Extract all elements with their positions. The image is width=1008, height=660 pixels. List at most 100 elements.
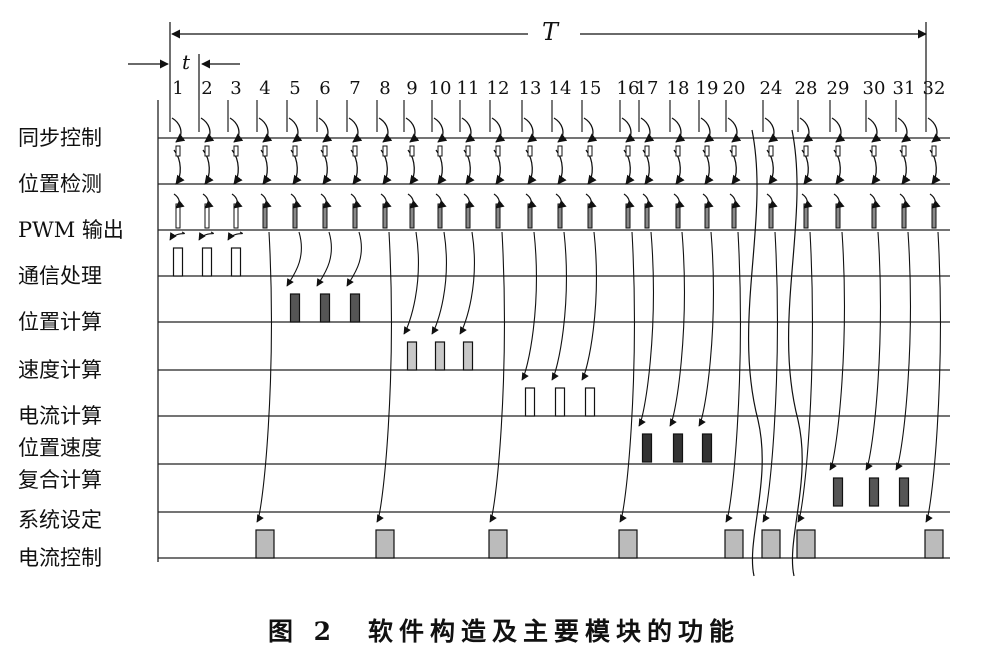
pwm-arrow — [350, 193, 362, 209]
sync-pulse — [731, 145, 737, 157]
sync-arrow — [318, 117, 333, 143]
slot-number: 16 — [616, 78, 640, 99]
pwm-arrow — [380, 193, 392, 209]
slot-number: 11 — [456, 78, 480, 99]
slot-number: 7 — [349, 78, 361, 99]
sync-arrow — [200, 117, 215, 143]
sync-pulse — [644, 145, 650, 157]
flow-arrow — [797, 231, 813, 523]
task-block — [488, 529, 508, 559]
sync-pulse — [437, 145, 443, 157]
pwm-arrow — [899, 193, 911, 209]
figure-caption: 图 2 软件构造及主要模块的功能 — [267, 617, 741, 646]
sync-arrow — [621, 117, 636, 143]
task-block — [796, 529, 816, 559]
pwm-arrow — [493, 193, 505, 209]
pwm-arrow — [320, 193, 332, 209]
task-block — [701, 433, 713, 463]
flow-arrow — [376, 231, 392, 523]
break-mark — [747, 129, 763, 577]
flow-arrow — [459, 231, 475, 335]
task-block — [641, 433, 653, 463]
sync-arrow — [461, 117, 476, 143]
flow-arrow — [725, 231, 741, 523]
sync-pulse — [803, 145, 809, 157]
flow-arrow — [895, 231, 911, 471]
task-block — [406, 341, 418, 371]
slot-number: 9 — [406, 78, 418, 99]
row-label: 速度计算 — [18, 358, 102, 382]
sync-arrow — [897, 117, 912, 143]
flow-arrow — [698, 231, 714, 427]
pwm-arrow — [729, 193, 741, 209]
slot-number: 12 — [486, 78, 510, 99]
pwm-arrow — [407, 193, 419, 209]
sync-arrow — [799, 117, 814, 143]
task-block — [434, 341, 446, 371]
slot-number: 32 — [922, 78, 946, 99]
slot-number: 29 — [826, 78, 850, 99]
sync-arrow — [348, 117, 363, 143]
task-block — [724, 529, 744, 559]
pwm-arrow — [702, 193, 714, 209]
task-block — [319, 293, 331, 323]
sync-pulse — [557, 145, 563, 157]
flow-arrow — [169, 231, 185, 241]
sync-arrow — [583, 117, 598, 143]
task-block — [584, 387, 596, 417]
flow-arrow — [403, 231, 419, 335]
task-blocks — [172, 247, 944, 559]
slot-number: 24 — [759, 78, 783, 99]
row-label: 系统设定 — [18, 508, 102, 532]
row-label: 电流控制 — [18, 546, 102, 570]
slot-number: 31 — [892, 78, 916, 99]
sync-pulse — [495, 145, 501, 157]
flow-arrow — [829, 231, 845, 471]
slot-number: 20 — [722, 78, 746, 99]
task-block — [524, 387, 536, 417]
sync-arrow — [671, 117, 686, 143]
pwm-arrow — [231, 193, 243, 209]
break-mark — [787, 129, 803, 577]
slot-number: 13 — [518, 78, 542, 99]
flow-arrow — [316, 231, 332, 287]
row-label: 通信处理 — [18, 264, 102, 288]
period-marker — [128, 22, 927, 100]
sync-arrow — [258, 117, 273, 143]
sync-pulse — [835, 145, 841, 157]
sync-arrow — [553, 117, 568, 143]
slot-number: 15 — [578, 78, 602, 99]
flow-arrow — [619, 231, 635, 523]
task-block — [761, 529, 781, 559]
flow-arrow — [256, 231, 272, 523]
slot-number: 6 — [319, 78, 331, 99]
row-label: 位置计算 — [18, 310, 102, 334]
pwm-arrow — [642, 193, 654, 209]
slot-number: 3 — [230, 78, 242, 99]
flow-arrow — [489, 231, 505, 523]
row-label: 位置检测 — [18, 172, 102, 196]
flow-arrow — [346, 231, 362, 287]
sync-arrow — [927, 117, 942, 143]
task-block — [462, 341, 474, 371]
sync-arrow — [229, 117, 244, 143]
sync-pulse — [625, 145, 631, 157]
sync-pulse — [675, 145, 681, 157]
flow-arrow — [762, 231, 778, 523]
sync-pulse — [382, 145, 388, 157]
sync-arrow — [867, 117, 882, 143]
flow-arrow — [431, 231, 447, 335]
sync-pulse — [527, 145, 533, 157]
row-label: 电流计算 — [18, 404, 102, 428]
task-block — [618, 529, 638, 559]
pwm-arrow — [585, 193, 597, 209]
pwm-arrow — [929, 193, 941, 209]
sync-pulse — [262, 145, 268, 157]
row-label: 同步控制 — [18, 126, 102, 150]
flow-arrow — [925, 231, 941, 523]
flow-arrow — [227, 231, 243, 241]
slot-number: 8 — [379, 78, 391, 99]
row-label: PWM 输出 — [18, 218, 124, 242]
